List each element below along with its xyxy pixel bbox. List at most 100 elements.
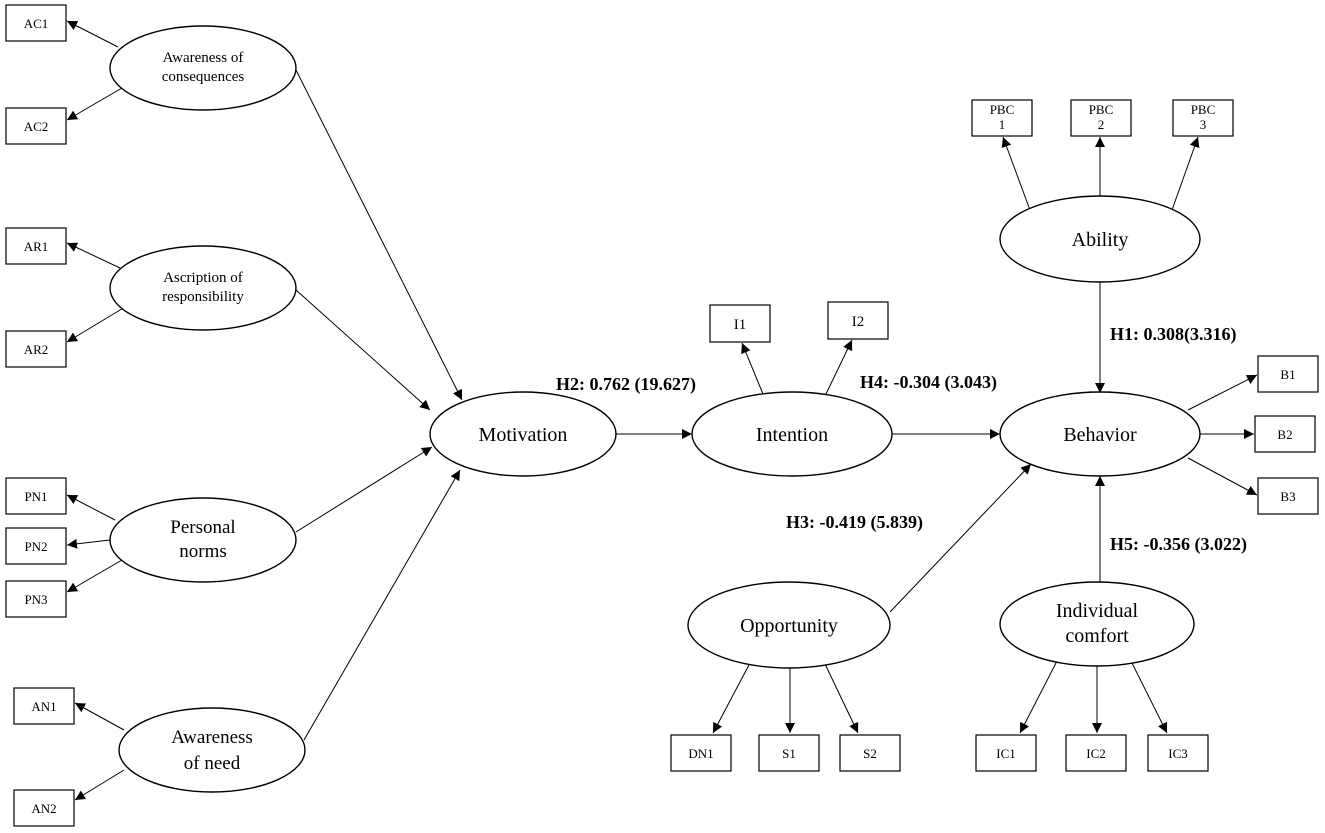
indicator-an2-label-line: AN2: [31, 801, 56, 816]
indicator-ar1: AR1: [5, 227, 67, 265]
indicator-dn1-label: DN1: [688, 746, 713, 761]
indicator-an2: AN2: [13, 789, 75, 827]
edge-aoc-motivation: [295, 69, 463, 401]
indicator-i2: I2: [827, 301, 889, 340]
indicator-ac1: AC1: [5, 4, 67, 42]
latent-personal-norms: Personal norms: [109, 497, 297, 583]
indicator-pbc1-label-line: 1: [999, 117, 1006, 132]
indicator-i1: I1: [709, 304, 771, 343]
indicator-i1-label-line: I1: [734, 317, 747, 333]
indicator-ic1-label-line: IC1: [996, 746, 1016, 761]
edge-pn-pn1: [66, 494, 116, 521]
latent-intention: Intention: [691, 391, 893, 477]
latent-opportunity-label: Opportunity: [740, 615, 838, 637]
edge-behavior-b3: [1187, 457, 1258, 496]
latent-individual-comfort-label-line: Individual: [1056, 600, 1139, 622]
indicator-pbc2-label-line: 2: [1098, 117, 1105, 132]
edge-aor-ar1: [66, 242, 121, 269]
edges: [66, 20, 1258, 801]
indicator-pn2-label: PN2: [24, 539, 47, 554]
hypothesis-h5-label: H5: -0.356 (3.022): [1110, 534, 1247, 555]
edge-ability-pbc3: [1171, 136, 1200, 211]
latent-behavior-label-line: Behavior: [1063, 424, 1137, 446]
indicator-ac2-label: AC2: [24, 119, 49, 134]
latent-opportunity-label-line: Opportunity: [740, 615, 838, 637]
latent-personal-norms-label-line: norms: [179, 541, 227, 562]
hypothesis-labels: H1: 0.308(3.316) H2: 0.762 (19.627) H3: …: [556, 324, 1247, 555]
indicator-an1-label-line: AN1: [31, 699, 56, 714]
indicator-b3-label: B3: [1280, 489, 1295, 504]
latent-individual-comfort: Individual comfort: [999, 581, 1195, 667]
indicator-pn1: PN1: [5, 477, 67, 515]
latent-intention-label: Intention: [756, 424, 828, 446]
indicator-dn1-label-line: DN1: [688, 746, 713, 761]
indicator-ic3: IC3: [1147, 734, 1209, 772]
indicator-s1: S1: [758, 734, 820, 772]
indicator-ar2-label-line: AR2: [24, 342, 49, 357]
indicator-s1-label-line: S1: [782, 746, 796, 761]
latent-motivation-label: Motivation: [479, 424, 568, 446]
latent-behavior-label: Behavior: [1063, 424, 1137, 446]
indicator-ar2: AR2: [5, 330, 67, 368]
indicator-pn3-label: PN3: [24, 592, 47, 607]
latent-ability-label-line: Ability: [1072, 229, 1129, 251]
indicator-pn3: PN3: [5, 580, 67, 618]
indicator-s2: S2: [839, 734, 901, 772]
indicator-boxes: AC1 AC2 AR1 AR2 PN1 PN2 PN3 AN1: [5, 4, 1319, 827]
indicator-pn2-label-line: PN2: [24, 539, 47, 554]
indicator-an1: AN1: [13, 687, 75, 725]
hypothesis-h2-label: H2: 0.762 (19.627): [556, 374, 696, 395]
indicator-pbc3-label-line: 3: [1200, 117, 1207, 132]
latent-personal-norms-label: Personal norms: [170, 517, 235, 562]
latent-individual-comfort-label-line: comfort: [1065, 625, 1129, 647]
indicator-b2: B2: [1254, 415, 1316, 453]
latent-personal-norms-label-line: Personal: [170, 517, 235, 538]
edge-opportunity-dn1: [712, 662, 751, 734]
indicator-i2-label-line: I2: [852, 314, 865, 330]
indicator-s1-label: S1: [782, 746, 796, 761]
indicator-ic2-label: IC2: [1086, 746, 1106, 761]
latent-opportunity: Opportunity: [687, 581, 891, 669]
indicator-b3-label-line: B3: [1280, 489, 1295, 504]
indicator-b1-label-line: B1: [1280, 367, 1295, 382]
indicator-an1-label: AN1: [31, 699, 56, 714]
edge-comfort-ic3: [1130, 660, 1168, 734]
indicator-ac2: AC2: [5, 107, 67, 145]
indicator-dn1: DN1: [670, 734, 732, 772]
indicator-b1-label: B1: [1280, 367, 1295, 382]
indicator-pbc1-label-line: PBC: [990, 102, 1015, 117]
indicator-ar2-label: AR2: [24, 342, 49, 357]
indicator-ic1: IC1: [975, 734, 1037, 772]
indicator-pn3-label-line: PN3: [24, 592, 47, 607]
edge-ability-pbc1: [1001, 136, 1031, 211]
indicator-b2-label: B2: [1277, 427, 1292, 442]
edge-aon-an1: [74, 702, 125, 731]
indicator-b1: B1: [1257, 355, 1319, 393]
indicator-pn1-label-line: PN1: [24, 489, 47, 504]
indicator-ic3-label: IC3: [1168, 746, 1188, 761]
hypothesis-h1-label: H1: 0.308(3.316): [1110, 324, 1236, 345]
indicator-i2-label: I2: [852, 314, 865, 330]
indicator-ic2-label-line: IC2: [1086, 746, 1106, 761]
indicator-ac1-label-line: AC1: [24, 16, 49, 31]
indicator-ic2: IC2: [1065, 734, 1127, 772]
edge-comfort-ic1: [1019, 660, 1058, 734]
indicator-s2-label-line: S2: [863, 746, 877, 761]
latent-intention-label-line: Intention: [756, 424, 828, 446]
latent-awareness-of-consequences-label-line: consequences: [162, 69, 245, 85]
hypothesis-h4-label: H4: -0.304 (3.043): [860, 372, 997, 393]
indicator-pn1-label: PN1: [24, 489, 47, 504]
indicator-ar1-label-line: AR1: [24, 239, 49, 254]
latent-awareness-of-need-label-line: of need: [184, 753, 241, 774]
edge-aon-motivation: [303, 469, 461, 741]
